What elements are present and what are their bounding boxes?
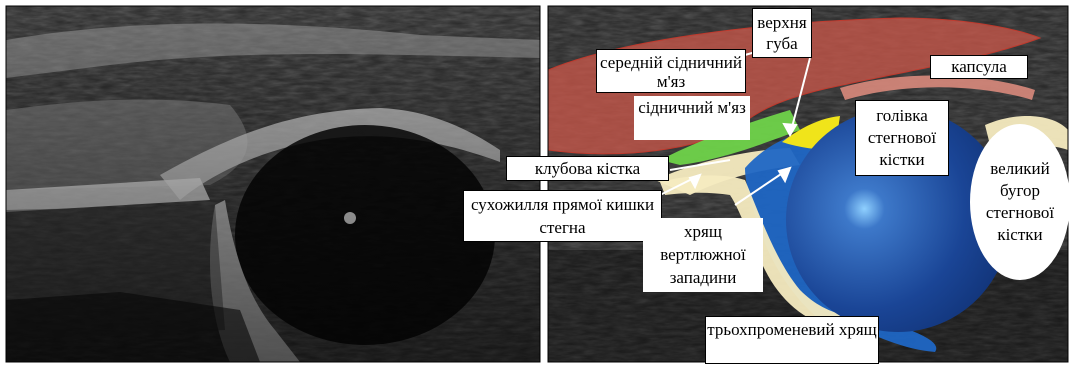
label-capsule: капсула [930, 55, 1028, 79]
label-acetabular-cartilage: хрящ вертлюжної западини [643, 218, 763, 292]
label-gluteus-medius: середній сідничний м'яз [596, 49, 746, 93]
ultrasound-left-panel [6, 6, 540, 362]
label-greater-trochanter: великий бугор стегнової кістки [970, 124, 1070, 280]
label-gluteus-minimus: сідничний м'яз [634, 96, 750, 140]
label-femoral-head: голівка стегнової кістки [855, 100, 949, 176]
label-labrum: верхня губа [752, 8, 812, 58]
label-rectus-tendon: сухожилля прямої кишки стегна [463, 190, 662, 242]
label-ilium: клубова кістка [506, 156, 669, 181]
label-triradiate: трьохпроменевий хрящ [705, 316, 879, 364]
